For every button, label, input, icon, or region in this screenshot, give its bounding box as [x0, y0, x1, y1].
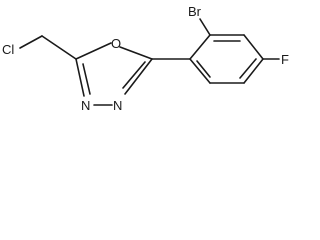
bond-o-c2 [119, 46, 153, 60]
bond-ar-3-4 [243, 34, 264, 60]
atom-label-nitrogen-3: N [113, 98, 122, 113]
bond-cl-ch2 [19, 35, 43, 49]
bond-ar-6-1 [189, 58, 211, 84]
bond-n4-c5-double [82, 63, 91, 95]
atom-label-oxygen: O [111, 36, 121, 51]
bond-c2-n3 [124, 58, 153, 95]
bond-ar-4-5 [243, 58, 264, 84]
bond-c5-o [75, 42, 112, 60]
bond-ar-4-5-double [239, 58, 257, 79]
bond-c2prime-br [199, 18, 211, 36]
bond-c2-n3-double [122, 61, 146, 89]
bond-ar-6-1-double [196, 60, 211, 78]
bond-n4-c5 [75, 58, 85, 97]
bond-ar-1-2 [189, 34, 211, 60]
atom-label-chlorine: Cl [2, 42, 14, 57]
atom-label-bromine: Br [188, 4, 202, 19]
molecule-structure: Cl O N N Br F [2, 4, 289, 113]
bond-ch2-c5 [41, 35, 77, 60]
atom-label-fluorine: F [281, 52, 289, 67]
atom-label-nitrogen-4: N [81, 98, 90, 113]
